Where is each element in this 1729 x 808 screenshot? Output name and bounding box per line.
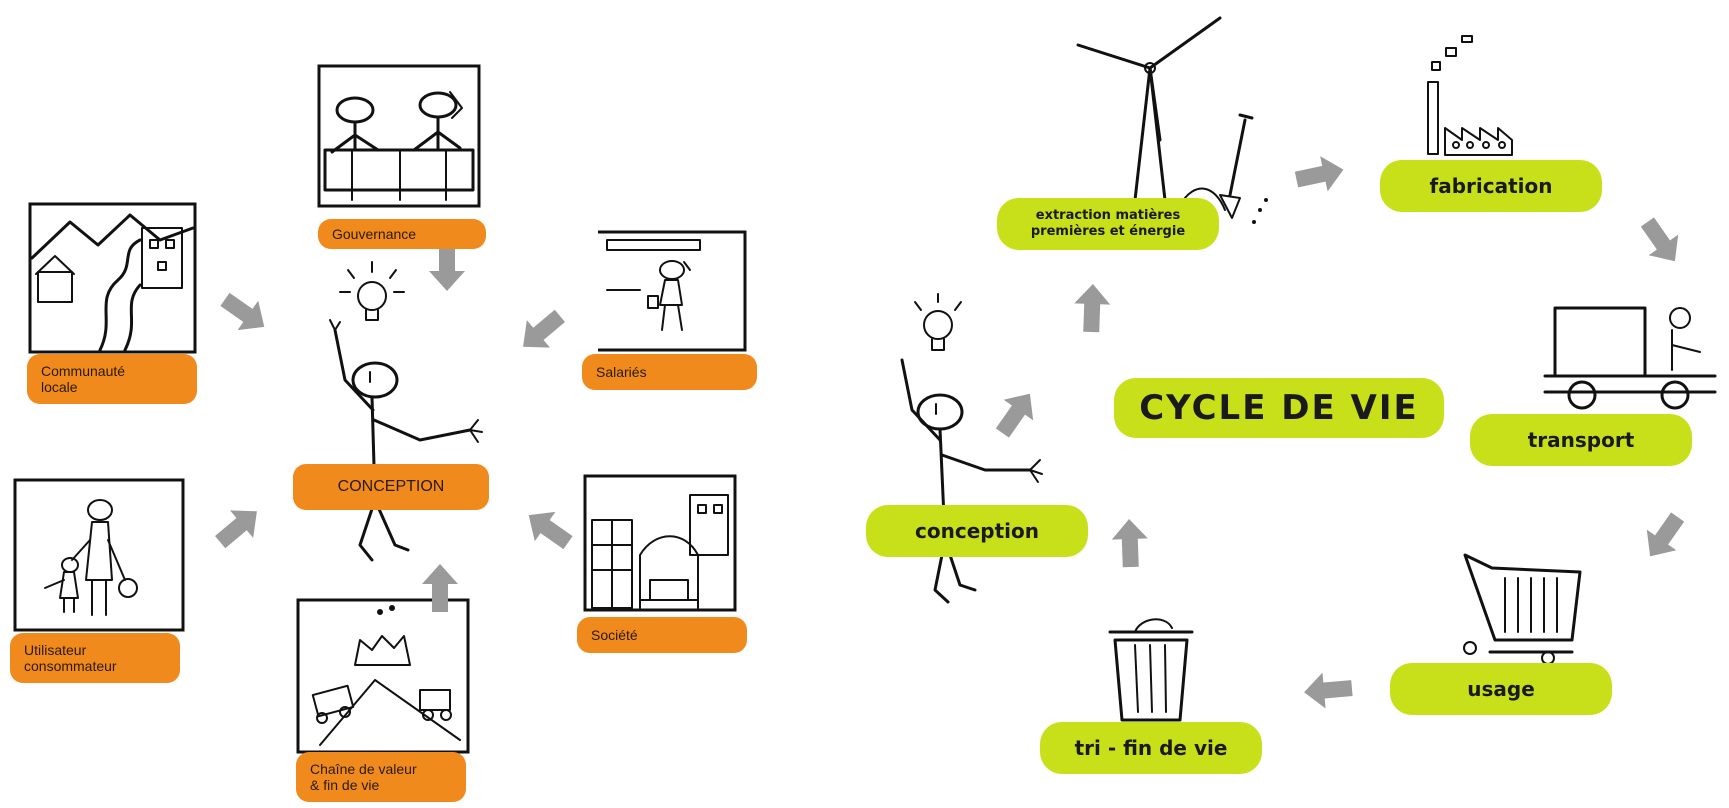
stage-fabrication-text: fabrication	[1429, 174, 1553, 198]
label-societe-text: Société	[591, 627, 638, 643]
label-conception-center: CONCEPTION	[293, 464, 489, 510]
label-chaine: Chaîne de valeur & fin de vie	[296, 752, 466, 802]
gouvernance-illustration	[317, 64, 481, 208]
wind-turbine-icon	[1076, 16, 1222, 202]
stage-transport-text: transport	[1527, 428, 1635, 452]
stakeholder-diagram	[13, 64, 747, 754]
arrow-extraction-fabrication	[1292, 151, 1348, 198]
arrow-fabrication-transport	[1632, 211, 1690, 272]
arrow-usage-tri	[1302, 670, 1354, 711]
stage-transport: transport	[1470, 414, 1692, 466]
lightbulb-icon	[914, 293, 962, 351]
stick-figure-icon	[329, 261, 483, 562]
label-salaries-text: Salariés	[596, 364, 647, 380]
arrow-tri-conception	[1111, 518, 1149, 568]
salaries-illustration	[598, 230, 747, 352]
stage-fabrication: fabrication	[1380, 160, 1602, 212]
stage-usage: usage	[1390, 663, 1612, 715]
arrow-up-extraction	[1073, 283, 1111, 333]
stage-conception-text: conception	[915, 519, 1039, 543]
label-gouvernance: Gouvernance	[318, 219, 486, 249]
life-cycle-diagram	[900, 16, 1717, 722]
communaute-illustration	[28, 202, 197, 354]
lightbulb-icon	[339, 261, 405, 321]
label-utilisateur-text: Utilisateur consommateur	[24, 642, 117, 674]
utilisateur-illustration	[13, 478, 185, 632]
shopping-cart-icon	[1463, 553, 1582, 665]
stage-tri: tri - fin de vie	[1040, 722, 1262, 774]
arrow-utilisateur	[208, 497, 269, 556]
label-communaute-text: Communauté locale	[41, 363, 126, 395]
stage-conception: conception	[866, 505, 1088, 557]
trash-bin-icon	[1108, 618, 1194, 722]
label-gouvernance-text: Gouvernance	[332, 226, 417, 242]
chaine-illustration	[296, 598, 470, 754]
cycle-title-text: CYCLE DE VIE	[1139, 388, 1419, 428]
stage-usage-text: usage	[1467, 677, 1535, 701]
arrow-societe	[518, 500, 579, 558]
stage-extraction-text: extraction matières premières et énergie	[1030, 208, 1186, 239]
label-salaries: Salariés	[582, 354, 757, 390]
factory-icon	[1427, 35, 1513, 156]
truck-icon	[1543, 306, 1717, 410]
cycle-title: CYCLE DE VIE	[1114, 378, 1444, 438]
label-conception-center-text: CONCEPTION	[337, 478, 445, 495]
societe-illustration	[583, 474, 737, 612]
label-societe: Société	[577, 617, 747, 653]
label-communaute: Communauté locale	[27, 354, 197, 404]
stage-extraction: extraction matières premières et énergie	[997, 198, 1219, 250]
arrow-conception-extraction	[987, 383, 1045, 444]
label-utilisateur: Utilisateur consommateur	[10, 633, 180, 683]
label-chaine-text: Chaîne de valeur & fin de vie	[310, 761, 417, 793]
arrow-gouvernance	[429, 243, 465, 291]
arrow-salaries	[511, 302, 572, 361]
stage-tri-text: tri - fin de vie	[1074, 736, 1228, 760]
arrow-transport-usage	[1635, 506, 1693, 567]
arrow-communaute	[214, 284, 275, 342]
